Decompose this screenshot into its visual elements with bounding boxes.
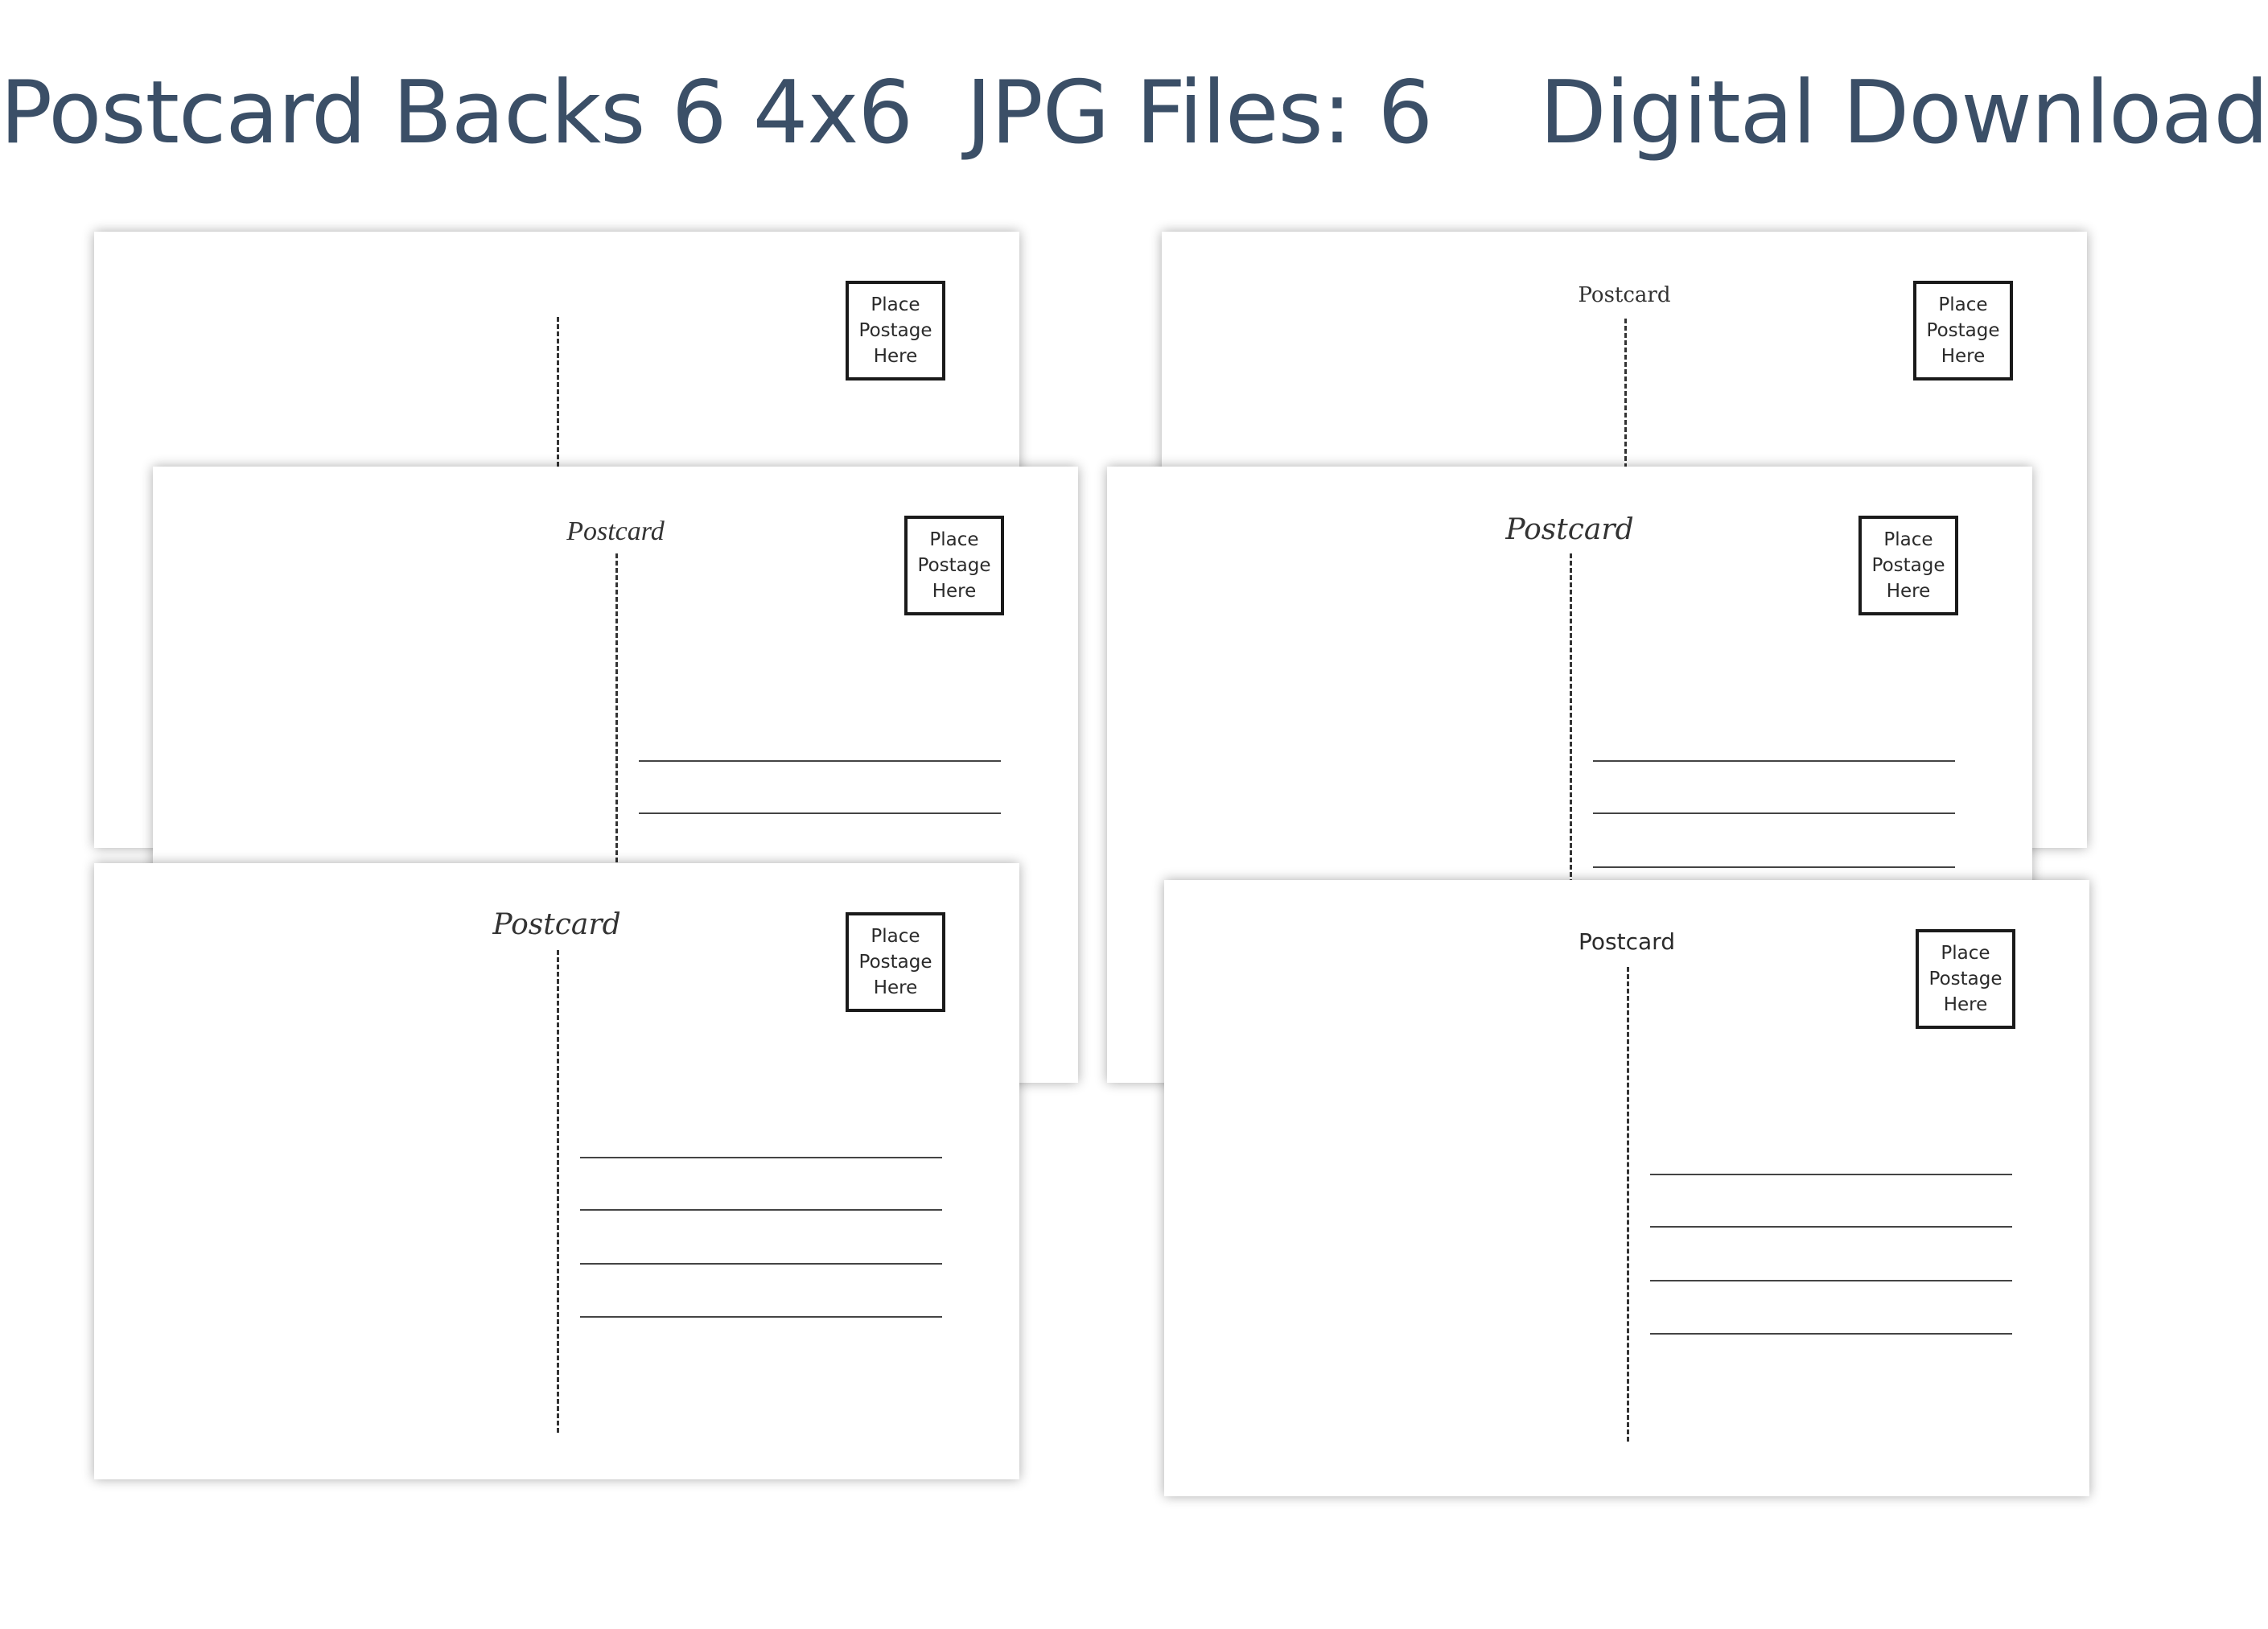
postage-text-line: Here bbox=[932, 581, 977, 602]
address-line bbox=[1593, 812, 1955, 814]
postage-text-line: Here bbox=[1941, 346, 1986, 367]
postage-text-line: Here bbox=[873, 346, 918, 367]
address-line bbox=[1650, 1333, 2012, 1335]
postage-text-line: Postage bbox=[1928, 969, 2003, 989]
postage-box: Place Postage Here bbox=[1858, 516, 1958, 615]
postage-text-line: Place bbox=[871, 926, 920, 947]
postage-text-line: Postage bbox=[1926, 320, 2000, 341]
postage-text-line: Place bbox=[1883, 529, 1933, 550]
postage-box: Place Postage Here bbox=[846, 281, 945, 381]
postcard-label: Postcard bbox=[492, 908, 621, 941]
postage-text-line: Postage bbox=[917, 555, 991, 576]
address-line bbox=[1593, 866, 1955, 868]
postage-text-line: Here bbox=[1943, 994, 1988, 1015]
address-line bbox=[639, 812, 1001, 814]
postage-box: Place Postage Here bbox=[1913, 281, 2013, 381]
address-line bbox=[1650, 1226, 2012, 1228]
postcard-back-5: Postcard Place Postage Here bbox=[94, 863, 1019, 1479]
postage-text-line: Place bbox=[1938, 294, 1988, 315]
postcard-label: Postcard bbox=[1505, 513, 1634, 546]
postcard-label: Postcard bbox=[1578, 283, 1671, 307]
postage-text-line: Place bbox=[1941, 943, 1990, 964]
postage-box: Place Postage Here bbox=[1916, 929, 2015, 1029]
postage-text-line: Here bbox=[1886, 581, 1931, 602]
postage-text-line: Here bbox=[873, 977, 918, 998]
postage-text-line: Place bbox=[929, 529, 979, 550]
address-line bbox=[1650, 1280, 2012, 1281]
postage-box: Place Postage Here bbox=[904, 516, 1004, 615]
postcard-back-6: Postcard Place Postage Here bbox=[1164, 880, 2089, 1496]
address-line bbox=[580, 1209, 942, 1211]
address-line bbox=[580, 1157, 942, 1158]
postage-text-line: Postage bbox=[858, 320, 932, 341]
postcard-label: Postcard bbox=[566, 516, 665, 546]
center-divider bbox=[1627, 967, 1629, 1442]
postage-text-line: Place bbox=[871, 294, 920, 315]
postage-text-line: Postage bbox=[858, 952, 932, 973]
address-line bbox=[1650, 1174, 2012, 1175]
center-divider bbox=[1570, 553, 1572, 1036]
address-line bbox=[580, 1263, 942, 1265]
postage-text-line: Postage bbox=[1871, 555, 1945, 576]
postage-box: Place Postage Here bbox=[846, 912, 945, 1012]
address-line bbox=[1593, 760, 1955, 762]
address-line bbox=[580, 1316, 942, 1318]
postcard-label: Postcard bbox=[1579, 928, 1675, 955]
center-divider bbox=[557, 950, 559, 1433]
page-title: Postcard Backs 6 4x6 JPG Files: 6 Digita… bbox=[0, 63, 2268, 163]
center-divider bbox=[615, 553, 618, 1036]
address-line bbox=[639, 760, 1001, 762]
